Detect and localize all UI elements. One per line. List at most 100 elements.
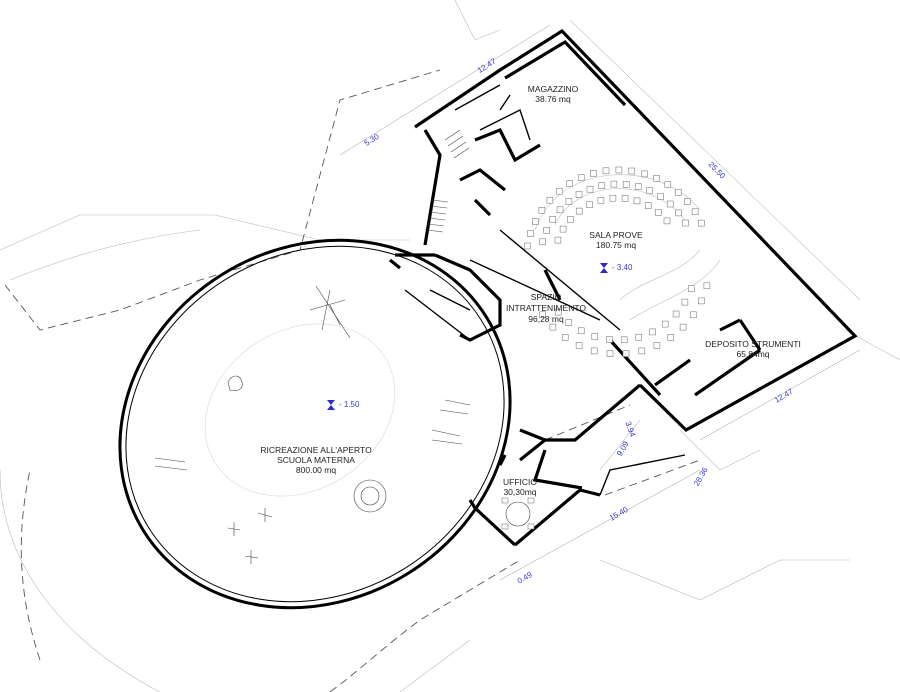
- seat: [556, 206, 564, 214]
- interior-walls: [389, 84, 762, 397]
- seat: [575, 342, 583, 349]
- svg-text:RICREAZIONE ALL'APERTO: RICREAZIONE ALL'APERTO: [260, 445, 372, 455]
- dimension-right-bottom: 12.47: [773, 387, 795, 405]
- dashed-boundaries: [4, 69, 701, 692]
- seat: [675, 209, 682, 217]
- stairs: [426, 129, 470, 233]
- level-marker-sala: - 3.40: [600, 263, 633, 273]
- seat: [653, 342, 661, 349]
- svg-text:SALA PROVE: SALA PROVE: [589, 230, 643, 240]
- svg-text:SCUOLA MATERNA: SCUOLA MATERNA: [277, 455, 355, 465]
- seat: [615, 166, 623, 174]
- seat: [598, 182, 606, 189]
- seat: [649, 328, 656, 336]
- courtyard-furniture: [154, 285, 471, 564]
- seat: [549, 323, 557, 331]
- seat: [546, 196, 554, 204]
- room-label-ricreazione: RICREAZIONE ALL'APERTO SCUOLA MATERNA 80…: [260, 445, 372, 475]
- svg-text:38.76 mq: 38.76 mq: [535, 94, 571, 104]
- seat: [666, 200, 674, 208]
- seat: [538, 207, 546, 214]
- seat: [690, 311, 697, 319]
- dimension-bottom: 15.40: [608, 505, 630, 523]
- seat: [622, 181, 630, 188]
- level-marker-ricreazione: - 1.50: [327, 400, 360, 410]
- seat: [554, 236, 562, 244]
- seat: [524, 242, 531, 250]
- seat: [684, 198, 691, 205]
- seat: [549, 216, 556, 223]
- seat: [655, 209, 662, 216]
- seat: [539, 311, 546, 319]
- seat: [703, 282, 711, 290]
- room-label-sala-prove: SALA PROVE 180.75 mq: [589, 230, 643, 250]
- seat: [591, 333, 599, 340]
- seat: [622, 350, 630, 357]
- seat: [698, 219, 705, 227]
- dimension-right: 25.50: [707, 160, 728, 181]
- seat: [610, 180, 618, 188]
- dimension-bottom-small: 9.09: [615, 439, 631, 457]
- seat: [606, 350, 614, 357]
- seat: [681, 298, 689, 306]
- dimension-stair: 3.94: [623, 420, 637, 438]
- room-label-deposito: DEPOSITO STRUMENTI 65.84mq: [705, 339, 801, 359]
- dimension-lines: [339, 19, 861, 581]
- svg-text:30,30mq: 30,30mq: [503, 487, 536, 497]
- seat: [602, 167, 610, 175]
- svg-text:96,28 mq: 96,28 mq: [528, 314, 564, 324]
- seat: [597, 197, 605, 204]
- seat: [638, 347, 646, 355]
- svg-text:MAGAZZINO: MAGAZZINO: [528, 84, 579, 94]
- room-label-spazio: SPAZIO INTRATTENIMENTO 96,28 mq: [506, 292, 586, 324]
- dimension-corner: 0.49: [516, 570, 534, 586]
- seat: [561, 334, 569, 341]
- seat: [575, 191, 583, 198]
- seat: [674, 189, 682, 196]
- seat: [628, 167, 636, 175]
- svg-text:UFFICIO: UFFICIO: [503, 477, 537, 487]
- seat: [577, 327, 585, 335]
- seat: [657, 193, 664, 200]
- seat: [691, 208, 699, 216]
- svg-text:65.84mq: 65.84mq: [736, 349, 769, 359]
- seat: [672, 310, 680, 318]
- dimension-bottom-right: 28.36: [692, 465, 710, 487]
- svg-text:INTRATTENIMENTO: INTRATTENIMENTO: [506, 303, 586, 313]
- seat: [661, 320, 669, 328]
- seat: [653, 175, 660, 182]
- seat: [621, 195, 629, 202]
- svg-text:DEPOSITO STRUMENTI: DEPOSITO STRUMENTI: [705, 339, 801, 349]
- oval-courtyard: [118, 238, 512, 610]
- seat: [577, 174, 585, 181]
- seat: [606, 336, 613, 343]
- seat: [634, 183, 642, 190]
- seat: [539, 238, 546, 246]
- room-label-ufficio: UFFICIO 30,30mq: [503, 477, 537, 497]
- seat: [633, 197, 641, 205]
- seat: [620, 336, 628, 344]
- seat: [543, 227, 550, 234]
- seat: [635, 333, 643, 341]
- seats: [524, 166, 711, 357]
- seat: [667, 334, 675, 341]
- room-label-magazzino: MAGAZZINO 38.76 mq: [528, 84, 579, 104]
- seat: [590, 170, 597, 177]
- seat: [565, 198, 573, 205]
- seat: [646, 187, 653, 194]
- seat: [565, 319, 573, 326]
- seat: [688, 285, 695, 292]
- seat: [644, 202, 652, 209]
- svg-text:- 1.50: - 1.50: [339, 400, 360, 409]
- svg-text:- 3.40: - 3.40: [612, 263, 633, 272]
- seat: [682, 219, 689, 227]
- seat: [532, 218, 539, 225]
- seat: [566, 180, 573, 187]
- seat: [559, 225, 567, 233]
- seat: [698, 297, 705, 305]
- dimension-left-top: 5.30: [363, 132, 381, 148]
- seat: [567, 216, 574, 223]
- seat: [555, 187, 563, 195]
- seat: [586, 201, 593, 208]
